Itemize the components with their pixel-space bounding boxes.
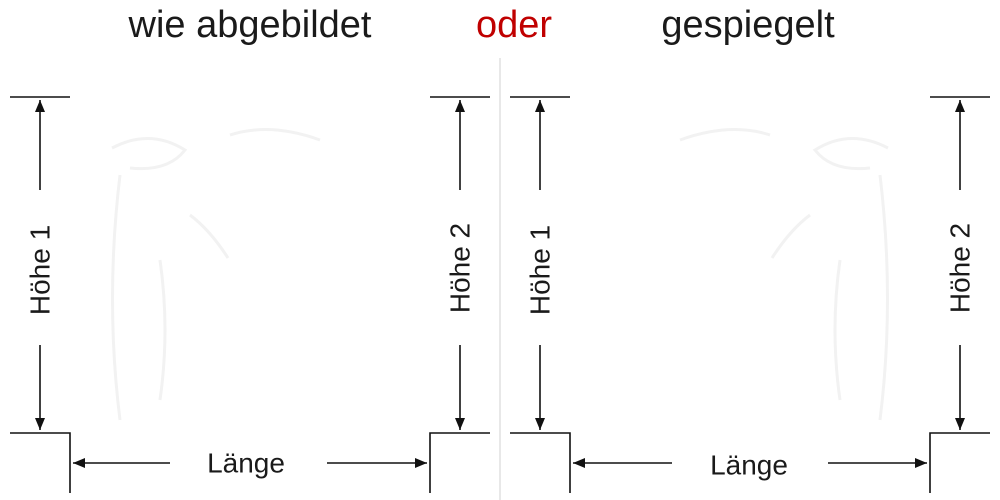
right-corner-extension <box>929 432 990 493</box>
faint-decoration <box>111 128 321 421</box>
diagram-as-shown: Höhe 1 Höhe 2 Länge <box>10 96 490 493</box>
title-as-shown: wie abgebildet <box>128 4 372 46</box>
right-corner-extension <box>429 432 490 493</box>
height2-label: Höhe 2 <box>445 223 476 313</box>
height1-label: Höhe 1 <box>25 225 56 315</box>
title-mirrored: gespiegelt <box>661 4 835 46</box>
diagram-mirrored: Höhe 1 Höhe 2 Länge <box>510 96 990 493</box>
length-label: Länge <box>710 450 788 481</box>
height2-label: Höhe 2 <box>945 223 976 313</box>
left-corner-extension <box>10 432 71 493</box>
height1-label: Höhe 1 <box>525 225 556 315</box>
left-corner-extension <box>510 432 571 493</box>
length-label: Länge <box>207 448 285 479</box>
faint-decoration <box>679 128 889 421</box>
title-or: oder <box>475 4 553 46</box>
